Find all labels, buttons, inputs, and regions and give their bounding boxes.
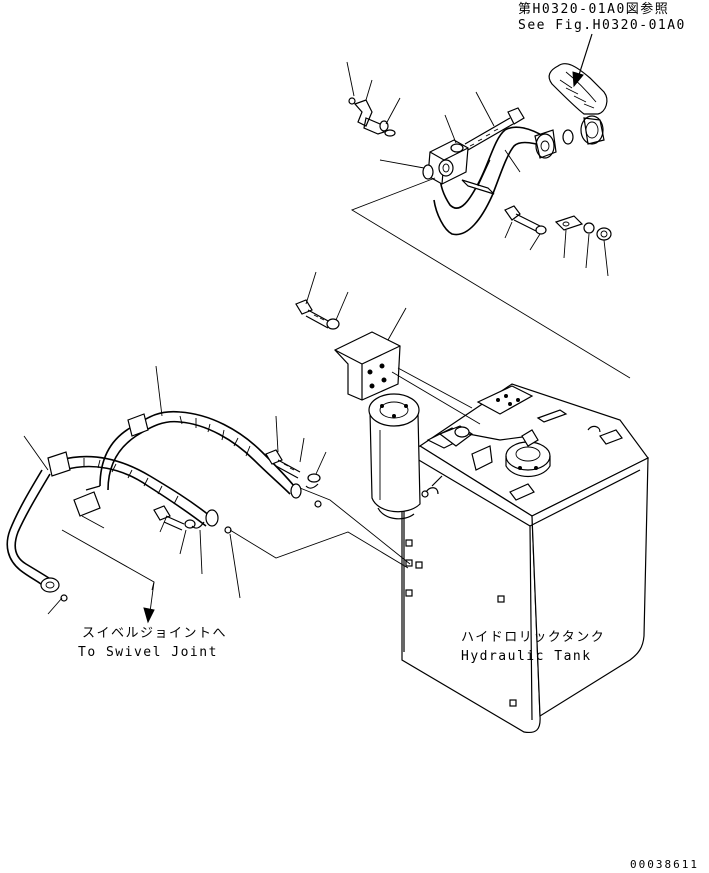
hose-bolt-upper: [265, 449, 301, 479]
tank-label-jp: ハイドロリックタンク: [461, 630, 605, 645]
o-ring-2: [422, 164, 434, 180]
lower-bolt-set: [504, 205, 612, 241]
hydraulic-tank: ハイドロリックタンク Hydraulic Tank: [368, 383, 649, 734]
top-lever: [536, 409, 568, 423]
handle-plate: [509, 483, 535, 501]
upper-leader-lines: [346, 61, 609, 277]
reference-arrowhead: [572, 71, 584, 88]
hose-clip-upper: [305, 483, 319, 489]
elbow-fitting: [348, 97, 389, 135]
reference-callout: 第H0320-01A0図参照 See Fig.H0320-01A0: [518, 1, 686, 88]
sight-plate: [471, 445, 493, 471]
upper-callout-line: [350, 177, 631, 379]
breather-cap: [505, 429, 551, 478]
hose-bolt-lower: [153, 505, 185, 531]
swivel-hoses: スイベルジョイントへ To Swivel Joint: [6, 365, 411, 660]
o-ring-1: [384, 129, 396, 137]
hose-washer-upper: [307, 473, 321, 483]
reference-leader: [577, 33, 593, 79]
flange-block: [427, 139, 469, 185]
bent-pipe: [433, 126, 557, 236]
return-filter: [368, 393, 421, 520]
swivel-arrowhead: [143, 607, 155, 624]
swivel-bracket-line: [61, 529, 155, 591]
bracket-bolt: [295, 299, 340, 330]
hose-clip-lower: [191, 521, 205, 529]
pipe-clip: [461, 179, 495, 195]
top-plate-1: [476, 385, 534, 415]
reference-en-text: See Fig.H0320-01A0: [518, 18, 686, 33]
hose-line-to-tank-2: [229, 529, 409, 569]
tank-label-en: Hydraulic Tank: [461, 649, 592, 664]
hose-line-to-tank-1: [299, 487, 411, 565]
upper-hose-end: [548, 63, 608, 145]
swivel-label-jp: スイベルジョイントへ: [82, 626, 227, 641]
mounting-bracket: [295, 271, 473, 409]
upper-bolt: [450, 107, 525, 153]
reference-jp-text: 第H0320-01A0図参照: [518, 1, 669, 17]
upper-pipe-assembly: [346, 61, 631, 379]
top-fitting-right: [599, 429, 623, 445]
bracket-to-tank-line: [391, 371, 481, 425]
swivel-label-en: To Swivel Joint: [78, 645, 218, 660]
lower-hose: [6, 451, 219, 602]
drawing-number: 00038611: [630, 858, 699, 871]
